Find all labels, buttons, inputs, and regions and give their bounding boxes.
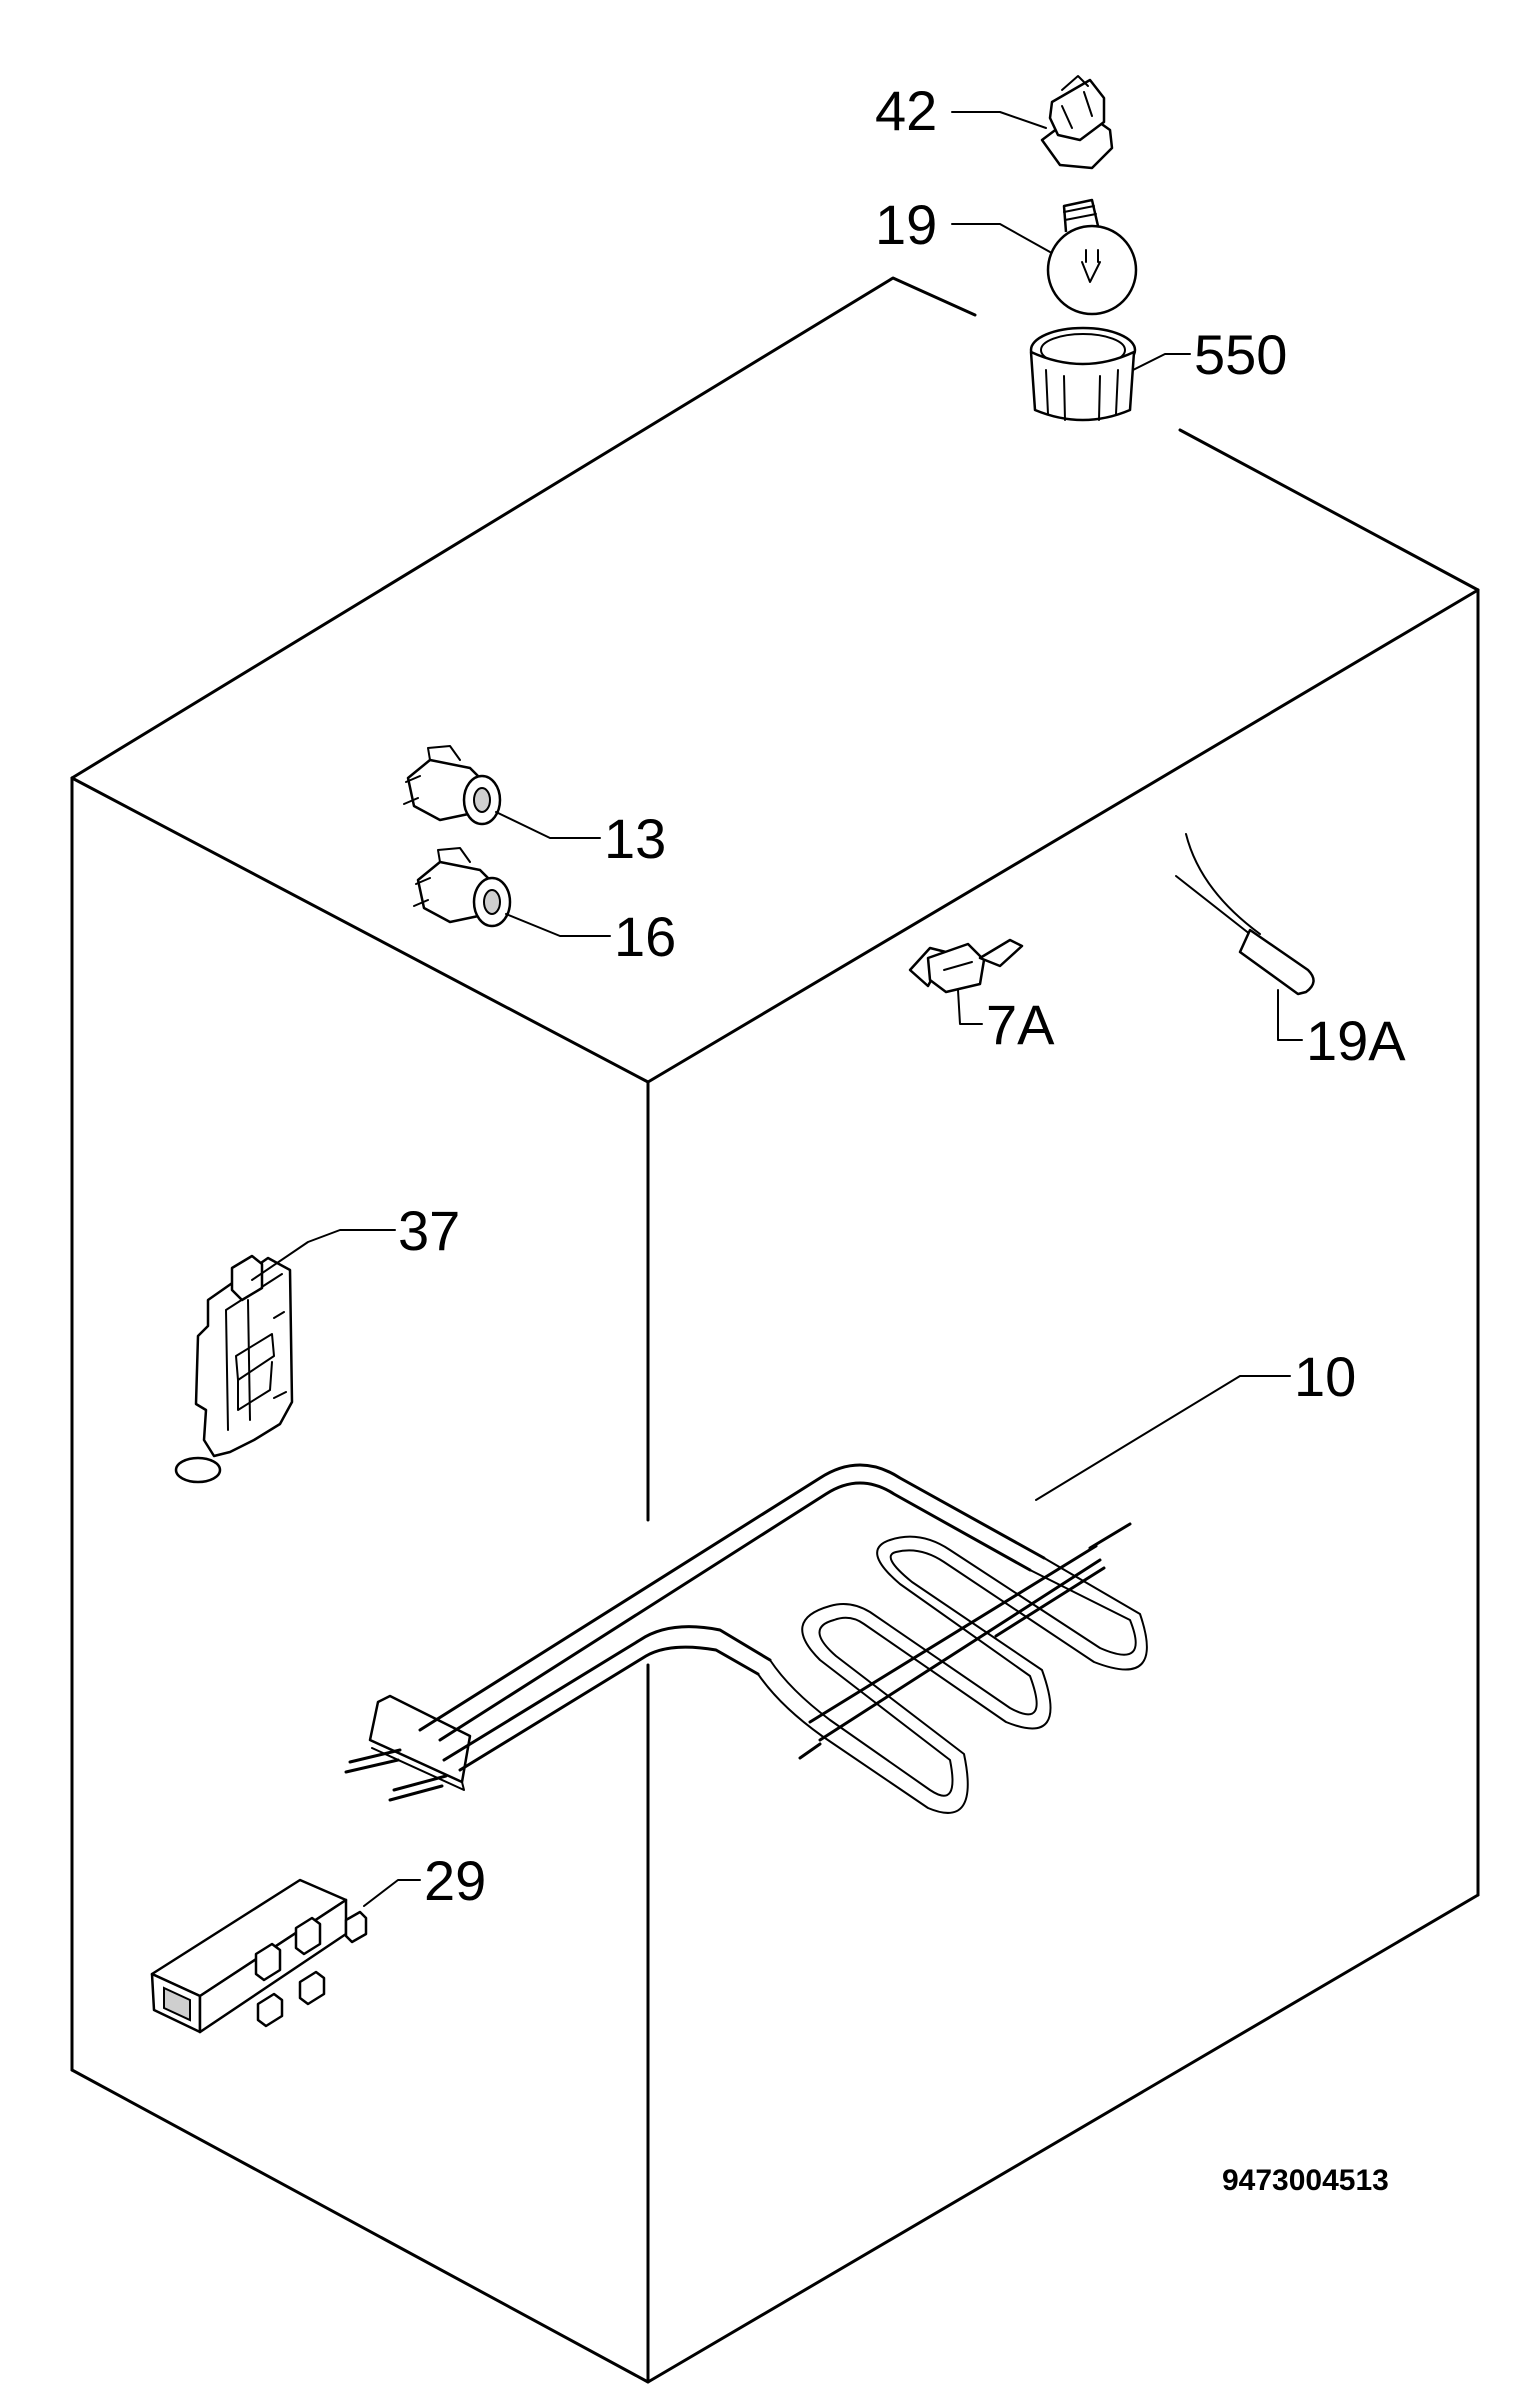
part-10-heating-element: [344, 1375, 1291, 1814]
label-37: 37: [398, 1199, 460, 1262]
heating-coils: [757, 1535, 1148, 1814]
part-19-lamp-bulb: [951, 198, 1138, 316]
label-13: 13: [604, 807, 666, 870]
label-19A: 19A: [1306, 1009, 1406, 1072]
part-37-bracket: [174, 1229, 396, 1484]
cabinet-outline: [70, 276, 1480, 2384]
label-42: 42: [875, 79, 937, 142]
part-42-lamp-holder: [951, 75, 1114, 170]
label-7A: 7A: [986, 993, 1055, 1056]
part-29-terminal-block: [150, 1878, 421, 2034]
label-29: 29: [424, 1849, 486, 1912]
callout-labels: 42 19 550 13 16 7A 19A 37 10 29: [398, 79, 1406, 1912]
diagram-code: 9473004513: [1222, 2164, 1389, 2197]
label-19: 19: [875, 193, 937, 256]
part-16-switch: [413, 847, 611, 937]
part-550-lamp-cover: [1029, 326, 1191, 422]
label-10: 10: [1294, 1345, 1356, 1408]
part-19A-sensor: [1175, 833, 1315, 1041]
label-16: 16: [614, 905, 676, 968]
part-13-switch: [403, 745, 601, 839]
part-7A-microswitch: [908, 938, 1024, 1025]
label-550: 550: [1194, 323, 1287, 386]
